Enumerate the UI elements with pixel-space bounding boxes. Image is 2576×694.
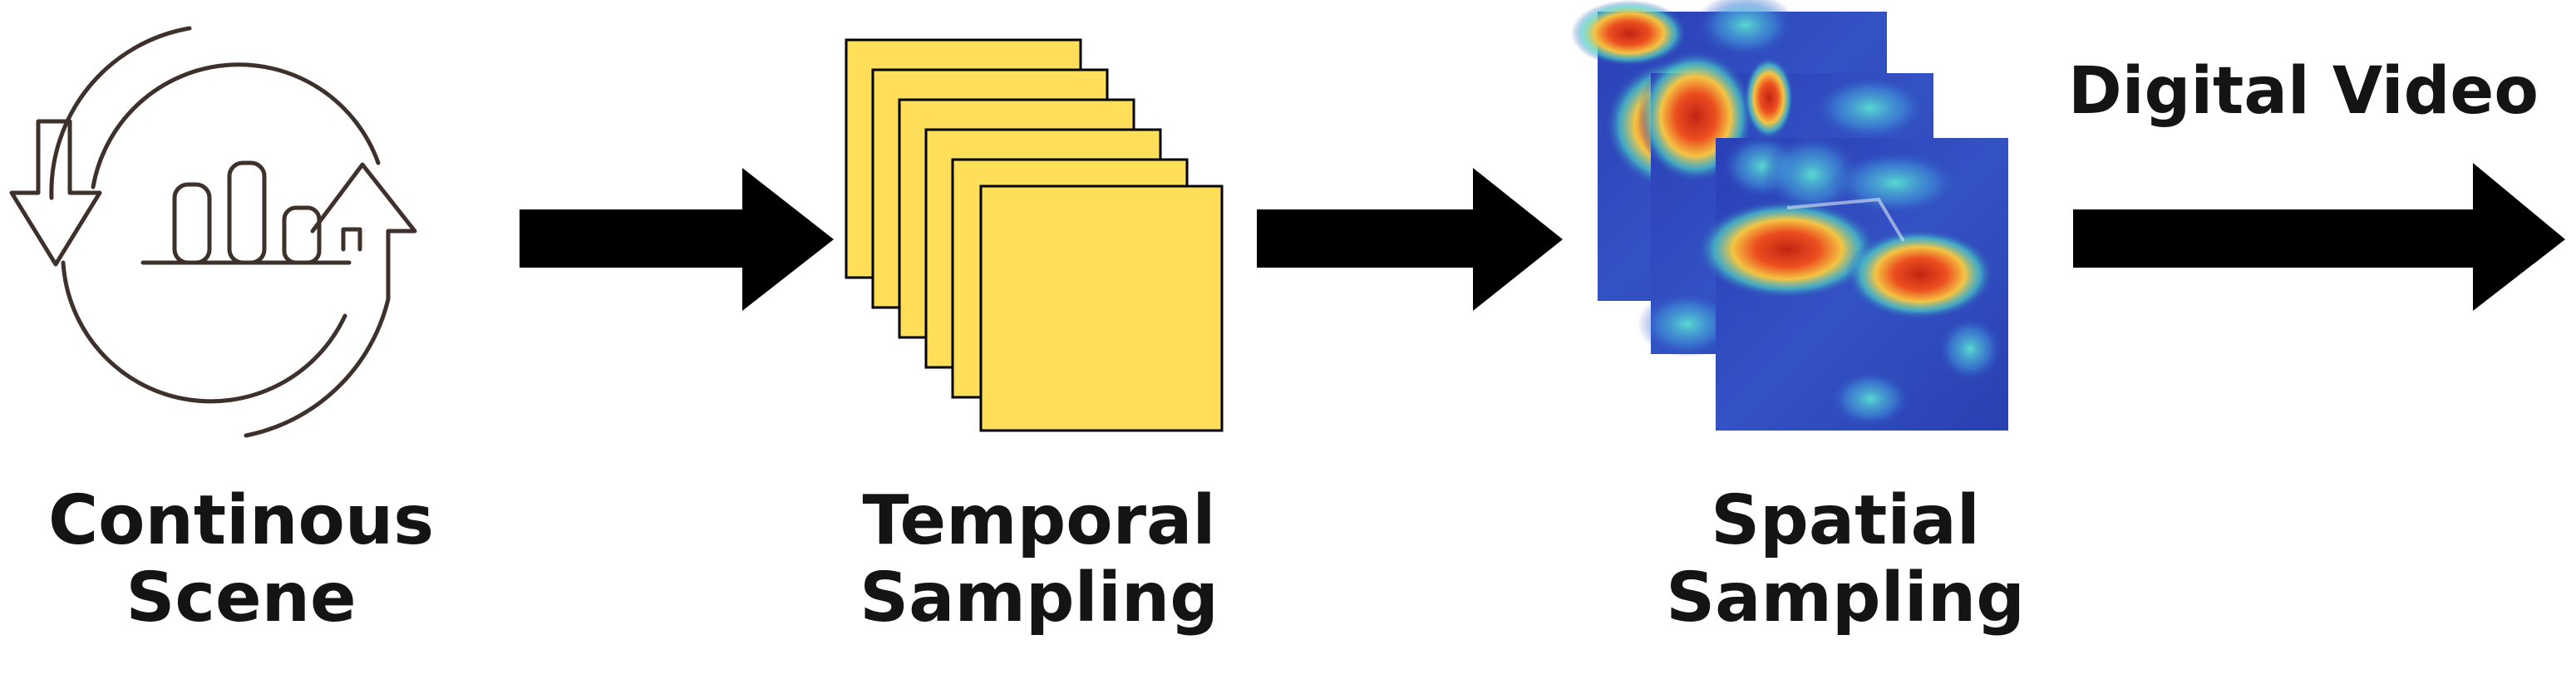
stage-label-continuous-scene: Continous Scene [17,482,465,637]
heatmap-frame-front [1696,133,2008,431]
stage-label-line: Sampling [859,559,1219,638]
arrow-right-icon [520,168,834,311]
arrow-right-icon [2073,163,2565,311]
output-label: Digital Video [2068,54,2539,129]
stage-label-line: Spatial [1711,481,1980,560]
stage-label-line: Scene [126,559,357,638]
stage-label-line: Temporal [862,481,1216,560]
stage-label-spatial-sampling: Spatial Sampling [1646,482,2045,637]
continuous-scene-icon [9,26,417,438]
temporal-frames-stack [845,38,1224,432]
stage-label-line: Continous [47,481,435,560]
stage-label-line: Sampling [1666,559,2025,638]
spatial-heatmap-stack [1571,0,2008,431]
arrow-right-icon [1257,168,1563,311]
stage-label-temporal-sampling: Temporal Sampling [831,482,1247,637]
